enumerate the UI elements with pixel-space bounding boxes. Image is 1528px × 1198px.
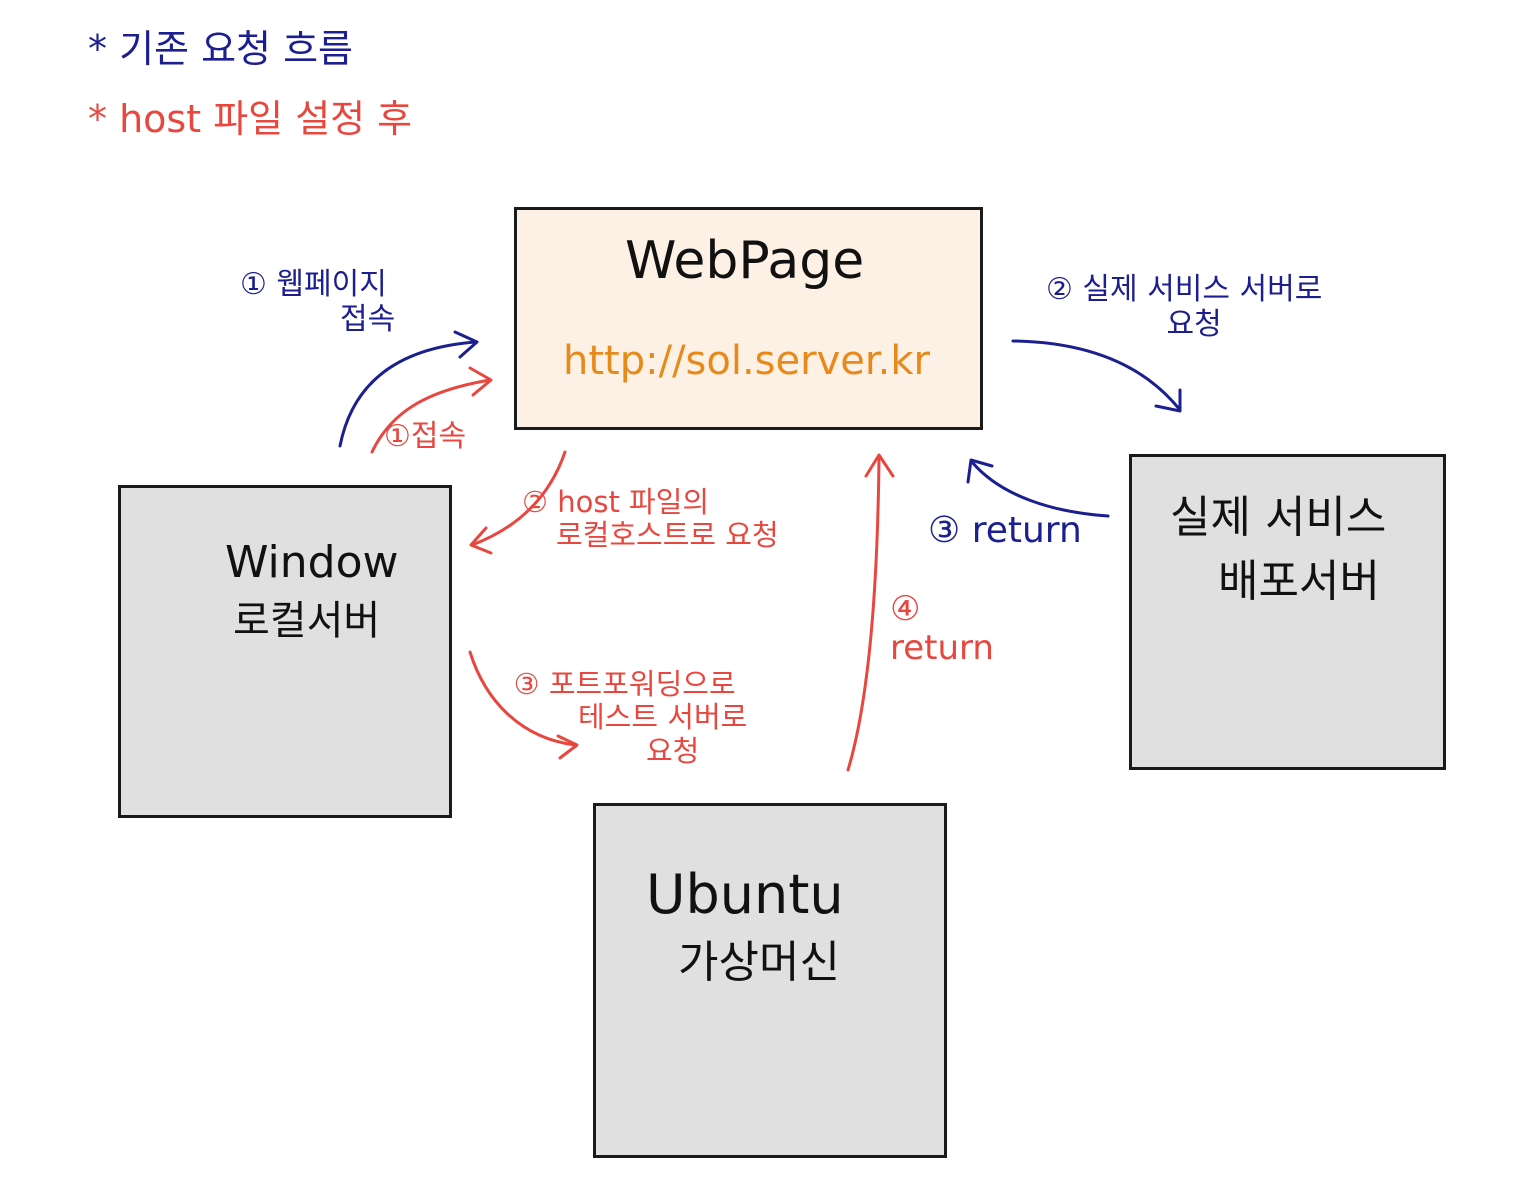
arrow-red-3 xyxy=(468,650,577,747)
arrow-red-3-head xyxy=(556,734,579,760)
real-server-node: 실제 서비스 배포서버 xyxy=(1129,454,1446,770)
arrow-blue-2-head xyxy=(1154,388,1182,413)
label-red-4: ④ return xyxy=(890,589,994,669)
window-local-server-node: Window 로컬서버 xyxy=(118,485,452,818)
legend-basic-flow: * 기존 요청 흐름 xyxy=(88,27,353,71)
legend-host-flow: * host 파일 설정 후 xyxy=(88,97,413,141)
label-red-2-line2: 로컬호스트로 요청 xyxy=(556,518,779,553)
label-blue-1-line1: ① 웹페이지 xyxy=(240,267,387,302)
label-red-3-line2: 테스트 서버로 xyxy=(578,700,748,735)
label-blue-1-line2: 접속 xyxy=(340,301,396,337)
arrow-red-2-head xyxy=(469,526,493,555)
arrow-red-2 xyxy=(470,450,567,547)
label-red-4-line1: ④ xyxy=(890,589,921,629)
ubuntu-subtitle: 가상머신 xyxy=(678,937,840,988)
webpage-url: http://sol.server.kr xyxy=(563,338,930,384)
arrow-blue-3 xyxy=(970,460,1110,518)
label-red-4-line2: return xyxy=(890,628,994,669)
ubuntu-title: Ubuntu xyxy=(646,863,844,926)
arrow-red-1 xyxy=(370,378,492,454)
label-blue-2-line2: 요청 xyxy=(1166,306,1222,342)
window-title: Window xyxy=(225,537,399,588)
label-red-1: ①접속 xyxy=(384,419,467,454)
arrow-blue-3-head xyxy=(966,458,994,484)
window-subtitle: 로컬서버 xyxy=(233,598,381,644)
arrow-red-1-head xyxy=(468,366,493,397)
label-red-3: ③ 포트포워딩으로 테스트 서버로 요청 xyxy=(502,667,748,768)
label-red-3-line1: ③ 포트포워딩으로 xyxy=(513,667,736,701)
real-server-subtitle: 배포서버 xyxy=(1218,556,1380,607)
arrow-blue-2 xyxy=(1011,339,1182,412)
label-red-2-line1: ② host 파일의 xyxy=(522,485,710,519)
arrow-blue-1-head xyxy=(453,330,479,359)
webpage-node: WebPage http://sol.server.kr xyxy=(514,207,983,430)
label-blue-3: ③ return xyxy=(928,510,1082,551)
arrow-red-4 xyxy=(846,454,881,772)
real-server-title: 실제 서비스 xyxy=(1170,492,1387,543)
label-red-2: ② host 파일의 로컬호스트로 요청 xyxy=(522,485,779,553)
label-blue-1: ① 웹페이지 접속 xyxy=(240,267,396,337)
arrow-red-4-head xyxy=(864,453,895,478)
arrow-blue-1 xyxy=(338,340,478,448)
label-blue-2-line1: ② 실제 서비스 서버로 xyxy=(1046,272,1323,307)
label-red-3-line3: 요청 xyxy=(645,733,700,768)
webpage-title: WebPage xyxy=(625,231,865,291)
label-blue-2: ② 실제 서비스 서버로 요청 xyxy=(1046,272,1323,342)
ubuntu-vm-node: Ubuntu 가상머신 xyxy=(593,803,947,1158)
